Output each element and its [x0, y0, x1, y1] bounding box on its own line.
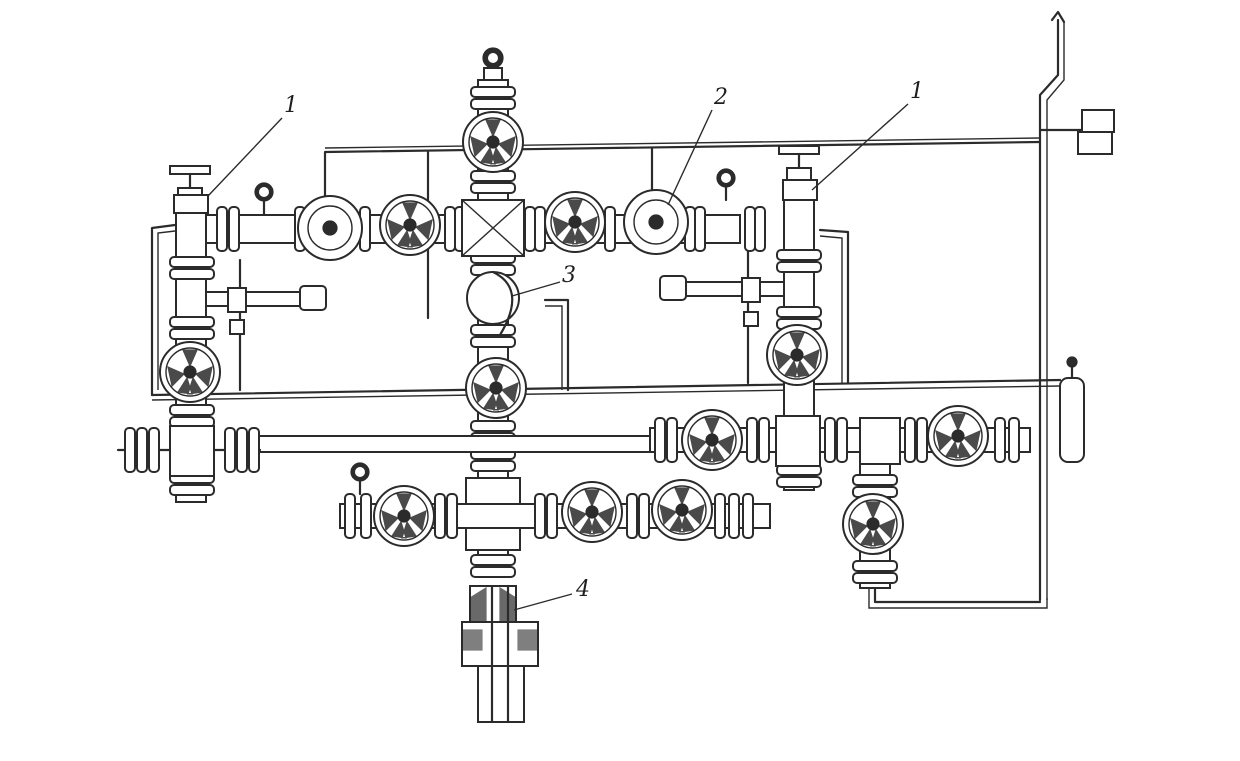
pressure-gauge-lower-left: [349, 461, 371, 496]
leader-lines: [207, 103, 909, 611]
valve-wheel-lower-1: [373, 485, 435, 547]
valve-wheel-lower-2: [561, 481, 623, 543]
casing-head: [461, 584, 539, 724]
valve-wheel-right-lower: [842, 493, 904, 555]
valve-wheel-lower-3: [651, 479, 713, 541]
pressure-gauge-top: [482, 47, 504, 81]
left-cross: [116, 425, 262, 477]
gas-cylinder: [1059, 356, 1085, 463]
valve-wheel-top: [462, 111, 524, 173]
control-line-middle: [150, 223, 1062, 401]
return-line-bottom: [868, 578, 1048, 609]
valve-wheel-upper-left: [379, 194, 441, 256]
valve-wheel-right-manifold-1: [681, 409, 743, 471]
callout-2: 2: [713, 85, 728, 110]
valve-wheel-right-manifold-2: [927, 405, 989, 467]
pressure-gauge-left: [253, 181, 275, 216]
valve-wheel-right: [766, 324, 828, 386]
callout-4: 4: [575, 577, 590, 602]
valve-wheel-upper-right: [544, 191, 606, 253]
callout-1-right: 1: [910, 79, 924, 104]
valve-wheel-center: [465, 357, 527, 419]
callout-1-left: 1: [284, 93, 298, 118]
choke-right: [623, 189, 689, 255]
vertical-pipe-right: [1038, 10, 1115, 602]
choke-left: [297, 195, 363, 261]
valve-wheel-left: [159, 341, 221, 403]
callout-3: 3: [562, 263, 576, 288]
pressure-gauge-right: [715, 167, 737, 202]
horizontal-pipe-middle: [239, 435, 661, 453]
